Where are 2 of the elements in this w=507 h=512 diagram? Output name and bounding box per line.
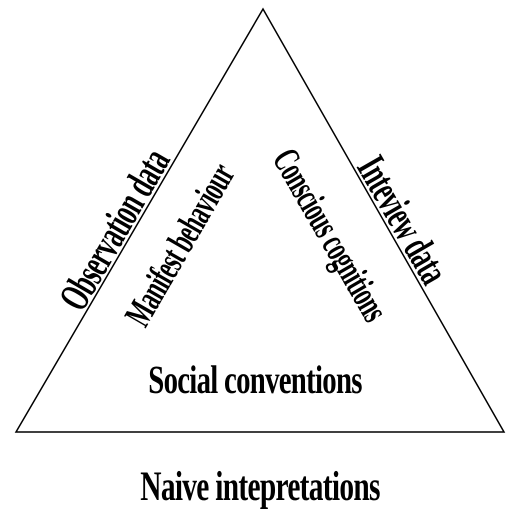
inner-label: Social conventions xyxy=(148,360,362,400)
outer-label: Naive intepretations xyxy=(140,466,380,508)
